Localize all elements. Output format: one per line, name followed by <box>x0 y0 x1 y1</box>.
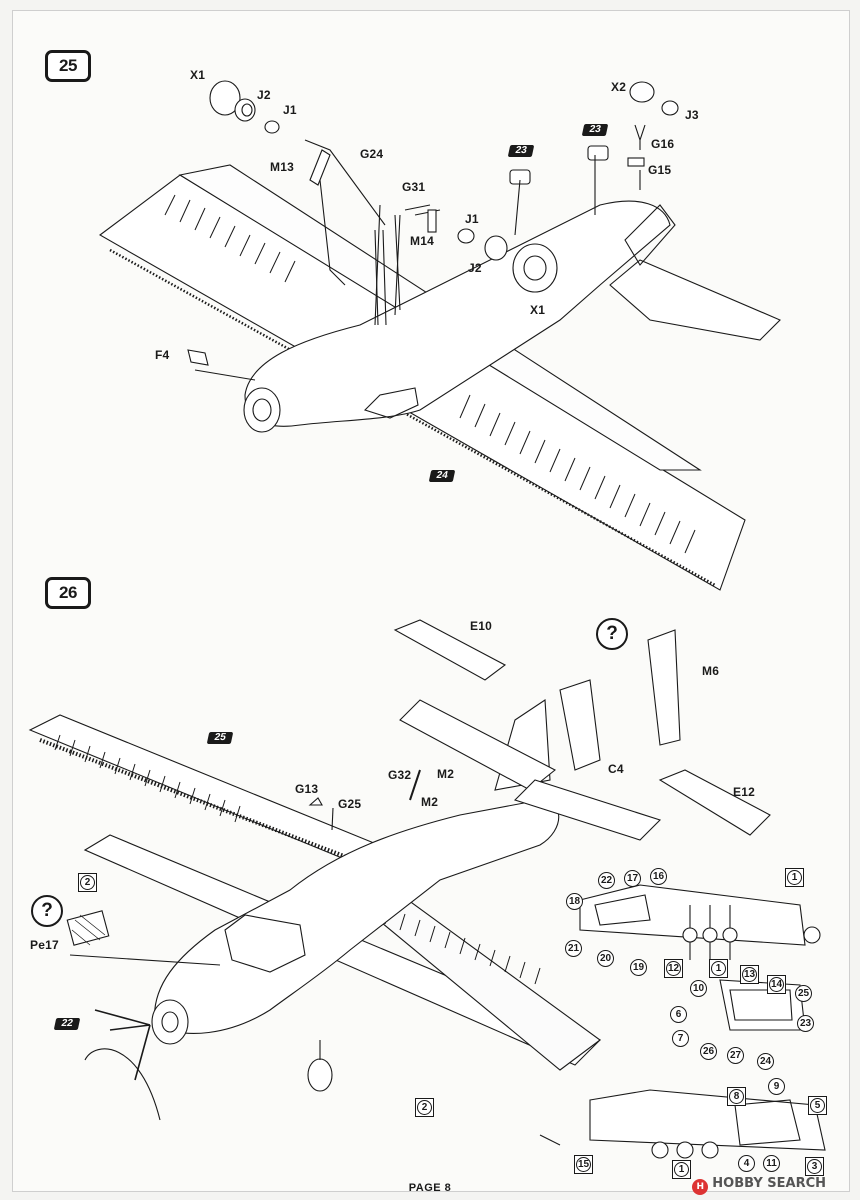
part-label-g15: G15 <box>648 163 672 177</box>
step-number-25: 25 <box>45 50 91 82</box>
step-reference-23: 23 <box>507 145 535 157</box>
paint-reference-square: 13 <box>740 965 759 984</box>
paint-reference-circle: 6 <box>670 1006 687 1023</box>
part-label-g24: G24 <box>360 147 384 161</box>
part-label-m2: M2 <box>437 767 455 781</box>
paint-reference-circle: 4 <box>738 1155 755 1172</box>
part-label-g13: G13 <box>295 782 319 796</box>
part-label-j2-second: J2 <box>468 261 482 275</box>
part-label-j3: J3 <box>685 108 699 122</box>
part-label-e10: E10 <box>470 619 492 633</box>
paint-reference-circle: 21 <box>565 940 582 957</box>
step-reference-24: 24 <box>428 470 456 482</box>
paint-reference-circle: 10 <box>690 980 707 997</box>
part-label-m14: M14 <box>410 234 434 248</box>
part-label-m2-second: M2 <box>421 795 439 809</box>
paint-reference-square: 1 <box>672 1160 691 1179</box>
paint-reference-circle: 11 <box>763 1155 780 1172</box>
paint-reference-circle: 23 <box>797 1015 814 1032</box>
part-label-j1: J1 <box>283 103 297 117</box>
part-label-x1-second: X1 <box>530 303 546 317</box>
paint-reference-square: 5 <box>808 1096 827 1115</box>
paint-reference-circle: 20 <box>597 950 614 967</box>
part-label-j2: J2 <box>257 88 271 102</box>
paint-reference-circle: 17 <box>624 870 641 887</box>
paint-reference-circle: 16 <box>650 868 667 885</box>
paint-reference-circle: 22 <box>598 872 615 889</box>
part-label-j1-second: J1 <box>465 212 479 226</box>
paint-reference-circle: 7 <box>672 1030 689 1047</box>
paint-reference-square: 12 <box>664 959 683 978</box>
paint-reference-square: 1 <box>785 868 804 887</box>
step-reference-25: 25 <box>206 732 234 744</box>
question-mark-icon: ? <box>596 618 628 650</box>
step-number-26: 26 <box>45 577 91 609</box>
paint-reference-square: 14 <box>767 975 786 994</box>
paint-reference-square: 8 <box>727 1087 746 1106</box>
paint-reference-square: 2 <box>415 1098 434 1117</box>
paint-reference-circle: 24 <box>757 1053 774 1070</box>
paint-reference-square: 2 <box>78 873 97 892</box>
paint-reference-circle: 9 <box>768 1078 785 1095</box>
question-mark-icon: ? <box>31 895 63 927</box>
part-label-x1: X1 <box>190 68 206 82</box>
part-label-f4: F4 <box>155 348 170 362</box>
part-label-m6: M6 <box>702 664 720 678</box>
paint-reference-circle: 27 <box>727 1047 744 1064</box>
part-label-m13: M13 <box>270 160 294 174</box>
paint-reference-circle: 26 <box>700 1043 717 1060</box>
paint-reference-circle: 18 <box>566 893 583 910</box>
part-label-e12: E12 <box>733 785 755 799</box>
step-reference-23: 23 <box>581 124 609 136</box>
part-label-pe17: Pe17 <box>30 938 59 952</box>
part-label-g16: G16 <box>651 137 675 151</box>
paint-reference-circle: 19 <box>630 959 647 976</box>
part-label-g31: G31 <box>402 180 426 194</box>
hobby-search-logo-icon: H <box>692 1179 709 1195</box>
part-label-x2: X2 <box>611 80 627 94</box>
part-label-c4: C4 <box>608 762 624 776</box>
paint-reference-circle: 25 <box>795 985 812 1002</box>
paint-reference-square: 1 <box>709 959 728 978</box>
paint-reference-square: 3 <box>805 1157 824 1176</box>
paint-reference-square: 15 <box>574 1155 593 1174</box>
part-label-g32: G32 <box>388 768 412 782</box>
step-reference-22: 22 <box>53 1018 81 1030</box>
part-label-g25: G25 <box>338 797 362 811</box>
page-number: PAGE 8 <box>408 1182 452 1194</box>
